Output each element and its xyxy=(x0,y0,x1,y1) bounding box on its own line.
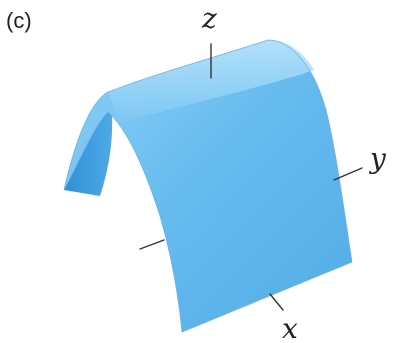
surface-crest xyxy=(108,40,314,124)
y-axis-label: y xyxy=(368,142,387,175)
panel-label: (c) xyxy=(6,8,32,33)
x-axis-label: x xyxy=(282,312,298,343)
y-axis xyxy=(333,167,363,181)
z-axis-label: z xyxy=(201,2,217,35)
x-axis xyxy=(269,293,284,311)
y-axis-negative xyxy=(139,239,165,250)
surface-outline xyxy=(63,39,353,333)
